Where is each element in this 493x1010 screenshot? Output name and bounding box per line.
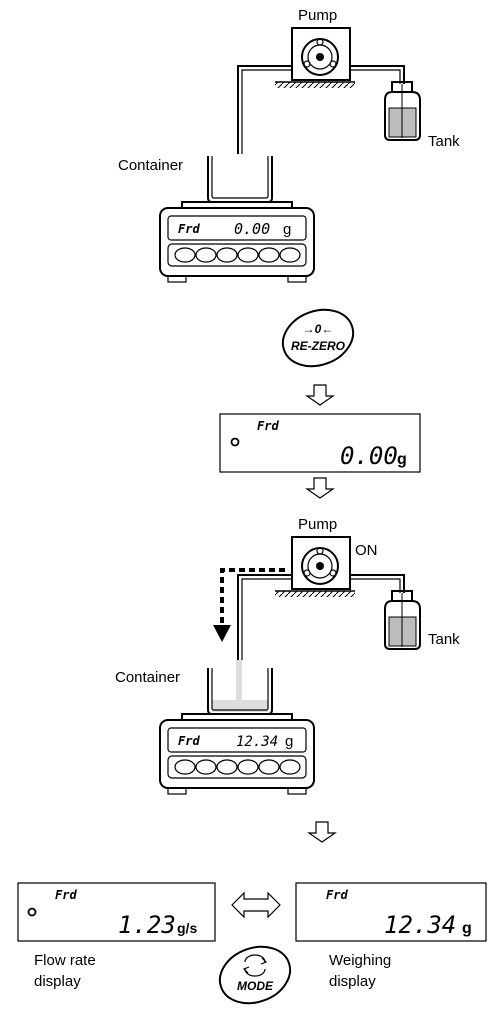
- down-arrow-icon: [305, 477, 335, 499]
- balance-2: Frd 12.34 g: [159, 713, 315, 795]
- rezero-symbol: →0←: [303, 322, 334, 336]
- stable-indicator-icon: [27, 907, 37, 917]
- display-unit: g: [397, 451, 407, 468]
- weighing-display: Frd 12.34 g: [295, 882, 487, 942]
- weighing-caption-line1: Weighing: [329, 952, 391, 969]
- weighing-value: 12.34: [384, 911, 456, 939]
- mode-label: MODE: [237, 979, 274, 993]
- tank-label: Tank: [428, 133, 460, 150]
- display-mode: Frd: [257, 419, 279, 433]
- flow-value: 1.23: [118, 911, 176, 939]
- tank-icon: [384, 81, 421, 141]
- display-after-rezero: Frd 0.00 g: [219, 413, 421, 473]
- tube: [237, 65, 292, 154]
- balance-mode: Frd: [178, 734, 200, 748]
- pump-icon: [291, 27, 351, 81]
- pump-label: Pump: [298, 516, 337, 533]
- weighing-unit: g: [462, 920, 472, 937]
- container-icon: [207, 156, 273, 203]
- flow-arrow-head-icon: [213, 625, 231, 642]
- flow-unit: g/s: [177, 920, 197, 936]
- balance-mode: Frd: [178, 222, 200, 236]
- rezero-label: RE-ZERO: [291, 339, 346, 353]
- balance-unit: g: [285, 733, 293, 750]
- down-arrow-icon: [305, 384, 335, 406]
- container-label: Container: [115, 669, 180, 686]
- weighing-mode: Frd: [326, 888, 348, 902]
- mode-key[interactable]: MODE: [212, 937, 298, 1010]
- flow-caption-line2: display: [34, 973, 81, 990]
- balance-unit: g: [283, 221, 291, 238]
- step2-dispensing: Pump ON Tank Container: [115, 516, 460, 795]
- balance-value: 0.00: [234, 220, 270, 238]
- switch-arrow-icon: [231, 891, 281, 919]
- step1-setup: Pump Tank Container: [118, 7, 460, 283]
- pump-state: ON: [355, 542, 378, 559]
- stable-indicator-icon: [230, 437, 240, 447]
- flow-caption-line1: Flow rate: [34, 952, 96, 969]
- balance-1: Frd 0.00 g: [159, 201, 315, 283]
- pump-icon: [291, 536, 351, 590]
- balance-value: 12.34: [236, 734, 278, 750]
- ground-hatch: [275, 82, 355, 88]
- tank-icon: [384, 590, 421, 650]
- flow-arrow: [220, 568, 285, 625]
- weighing-caption-line2: display: [329, 973, 376, 990]
- rezero-key[interactable]: →0← RE-ZERO: [275, 300, 361, 375]
- pump-label: Pump: [298, 7, 337, 24]
- flow-rate-display: Frd 1.23 g/s: [17, 882, 216, 942]
- down-arrow-icon: [307, 821, 337, 843]
- display-value: 0.00: [340, 442, 398, 470]
- flow-mode: Frd: [55, 888, 77, 902]
- container-label: Container: [118, 157, 183, 174]
- tank-label: Tank: [428, 631, 460, 648]
